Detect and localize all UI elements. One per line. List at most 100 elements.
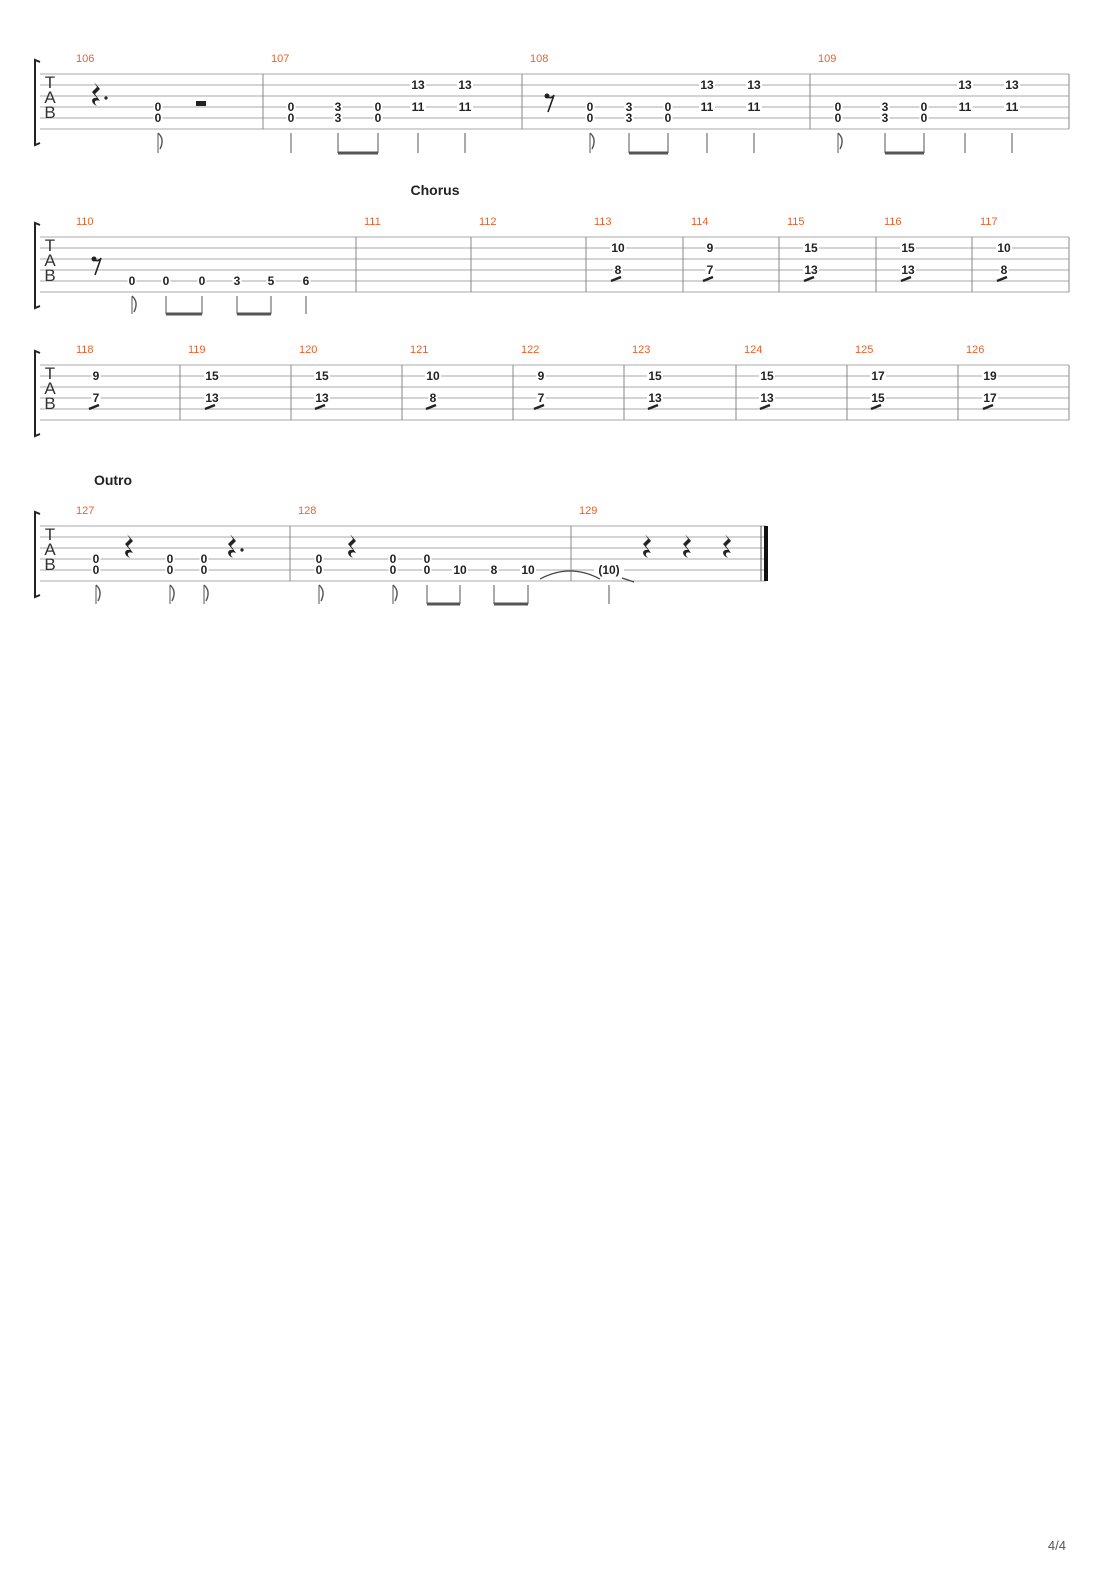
measure-number: 119 [188,344,206,356]
fret-bg [373,112,383,124]
strum-slash [425,403,437,411]
fret-bg [759,370,775,382]
fret-number: 13 [315,391,329,405]
fret-bg [880,112,890,124]
fret-bg [422,564,432,576]
fret-number: 15 [871,391,885,405]
fret-number: 9 [93,369,100,383]
fret-number: 13 [458,78,472,92]
section-label: Chorus [411,182,460,198]
fret-number: 0 [375,111,382,125]
half-rest-shape [196,101,206,106]
strum-slash [88,403,100,411]
fret-bg [870,392,886,404]
fret-bg [624,101,634,113]
fret-bg [585,112,595,124]
fret-number: 0 [835,111,842,125]
measure-number: 123 [632,344,650,356]
fret-bg [153,101,163,113]
strum-slash [314,403,326,411]
fret-number: 9 [538,369,545,383]
fret-bg [900,242,916,254]
fret-bg [536,370,546,382]
fret-number: 11 [748,100,761,114]
fret-bg [165,564,175,576]
note-flag [392,584,398,602]
note-flag [837,132,843,150]
fret-number: 13 [760,391,774,405]
fret-number: 10 [426,369,440,383]
tab-clef-letter: B [44,103,55,122]
system-bracket [34,221,41,310]
fret-number: 9 [707,241,714,255]
fret-number: 0 [921,111,928,125]
section-label: Outro [94,472,132,488]
fret-bg [996,242,1012,254]
fret-number: 17 [871,369,885,383]
fret-number: 8 [430,391,437,405]
strum-slash [610,275,622,283]
fret-number: 0 [665,100,672,114]
fret-number: 0 [665,111,672,125]
fret-bg [457,101,473,113]
measure-number: 116 [884,216,902,228]
fret-bg [759,392,775,404]
fret-bg [301,275,311,287]
fret-bg [286,112,296,124]
strum-slash [204,403,216,411]
fret-bg [900,264,916,276]
fret-number: 3 [335,100,342,114]
strum-slash [533,403,545,411]
fret-bg [705,264,715,276]
rest [196,101,206,106]
rest-dot [104,96,108,100]
system-bracket [34,58,41,147]
fret-number: 0 [129,274,136,288]
note-flag [157,132,163,150]
fret-bg [266,275,276,287]
tab-clef-letter: T [45,73,55,92]
rest [91,256,102,276]
fret-bg [91,553,101,565]
measure-number: 120 [299,344,317,356]
fret-number: 0 [288,111,295,125]
fret-number: 8 [615,263,622,277]
fret-number: 0 [155,100,162,114]
quarter-rest-shape [723,534,731,558]
fret-number: 10 [997,241,1011,255]
fret-number: 19 [983,369,997,383]
fret-bg [699,101,715,113]
fret-bg [204,392,220,404]
fret-number: 3 [335,111,342,125]
fret-number: 15 [315,369,329,383]
measure-number: 115 [787,216,805,228]
fret-bg [536,392,546,404]
fret-number: 0 [93,563,100,577]
measure-number: 118 [76,344,94,356]
rest [125,534,133,558]
fret-number: 15 [648,369,662,383]
fret-bg [153,112,163,124]
strum-slash [803,275,815,283]
fret-bg [410,79,426,91]
fret-number: 0 [587,100,594,114]
measure-number: 127 [76,505,94,517]
fret-bg [957,79,973,91]
fret-number: 10 [453,563,467,577]
measure-number: 112 [479,216,497,228]
fret-bg [91,370,101,382]
fret-number: 3 [882,100,889,114]
fret-number: 5 [268,274,275,288]
rest [348,534,356,558]
tab-clef-letter: A [44,88,56,107]
fret-bg [457,79,473,91]
fret-number: (10) [598,563,619,577]
strum-slash [759,403,771,411]
fret-number: 0 [316,563,323,577]
fret-bg [388,553,398,565]
tab-clef-letter: A [44,540,56,559]
eighth-rest-stem [546,94,555,113]
fret-bg [833,112,843,124]
fret-bg [388,564,398,576]
quarter-rest-shape [92,82,100,106]
